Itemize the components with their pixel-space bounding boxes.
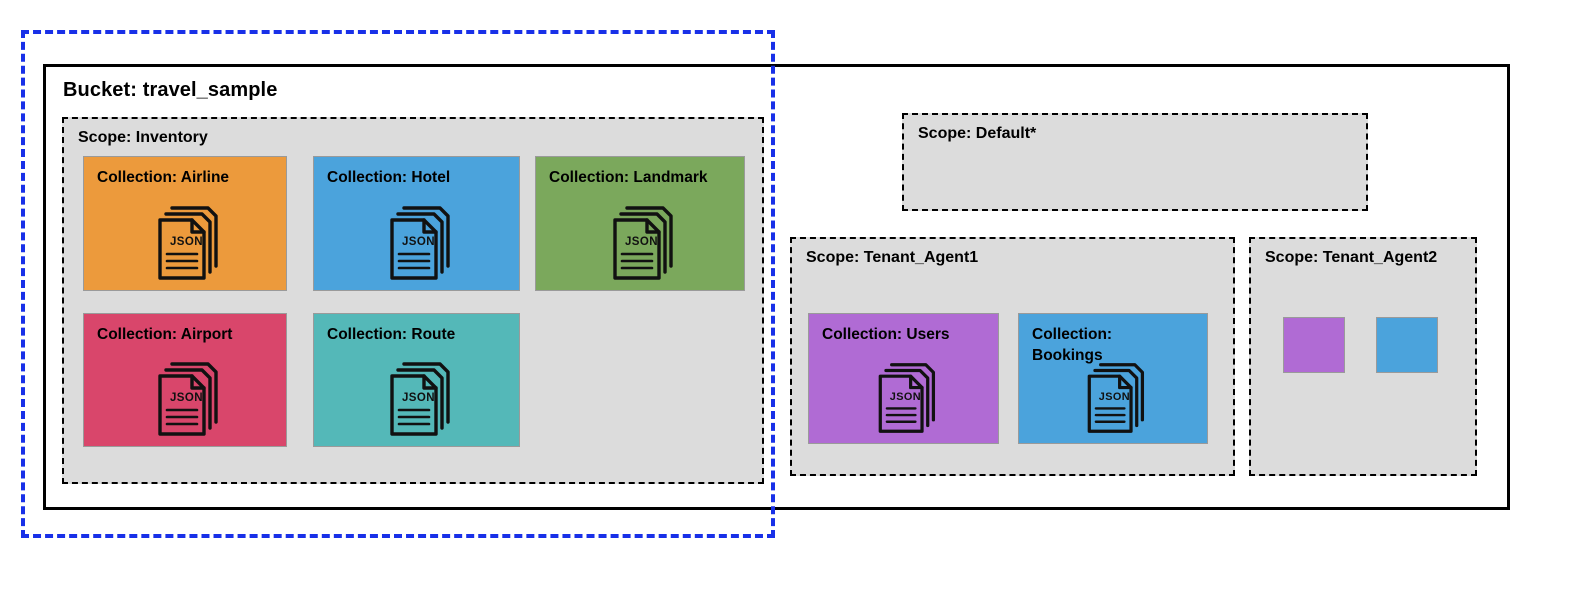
svg-text:JSON: JSON: [889, 391, 920, 403]
collection-card-users: Collection: Users JSON: [808, 313, 999, 444]
json-documents-icon: JSON: [314, 359, 519, 439]
collection-card-route: Collection: Route JSON: [313, 313, 520, 447]
collection-users-label: Collection: Users: [822, 326, 950, 343]
scope-default-title: Scope: Default*: [918, 125, 1037, 142]
collection-landmark-label: Collection: Landmark: [549, 169, 708, 186]
collection-swatch-blue: [1376, 317, 1438, 373]
collection-bookings-label: Collection: Bookings: [1032, 326, 1113, 364]
collection-airline-label: Collection: Airline: [97, 169, 230, 186]
svg-text:JSON: JSON: [402, 236, 435, 248]
collection-route-label: Collection: Route: [327, 326, 456, 343]
json-documents-icon: JSON: [84, 203, 286, 283]
bucket-container: Bucket: travel_sample: [43, 64, 1510, 510]
scope-tenant-agent2-title: Scope: Tenant_Agent2: [1265, 249, 1438, 266]
json-documents-icon: JSON: [314, 203, 519, 283]
json-documents-icon: JSON: [536, 203, 744, 283]
svg-text:JSON: JSON: [170, 392, 203, 404]
collection-card-hotel: Collection: Hotel JSON: [313, 156, 520, 291]
scope-tenant-agent1-title: Scope: Tenant_Agent1: [806, 249, 979, 266]
json-documents-icon: JSON: [809, 360, 998, 436]
collection-hotel-label: Collection: Hotel: [327, 169, 451, 186]
json-documents-icon: JSON: [1019, 360, 1207, 436]
svg-text:JSON: JSON: [625, 236, 658, 248]
collection-card-airline: Collection: Airline JSON: [83, 156, 287, 291]
collection-swatch-purple: [1283, 317, 1345, 373]
collection-card-bookings: Collection: Bookings JSON: [1018, 313, 1208, 444]
svg-text:JSON: JSON: [170, 236, 203, 248]
svg-text:JSON: JSON: [1099, 391, 1130, 403]
collection-card-landmark: Collection: Landmark JSON: [535, 156, 745, 291]
svg-text:JSON: JSON: [402, 392, 435, 404]
scope-default: Scope: Default*: [902, 113, 1368, 211]
collection-airport-label: Collection: Airport: [97, 326, 233, 343]
collection-card-airport: Collection: Airport JSON: [83, 313, 287, 447]
json-documents-icon: JSON: [84, 359, 286, 439]
scope-inventory-title: Scope: Inventory: [78, 129, 208, 146]
bucket-title: Bucket: travel_sample: [63, 79, 278, 101]
